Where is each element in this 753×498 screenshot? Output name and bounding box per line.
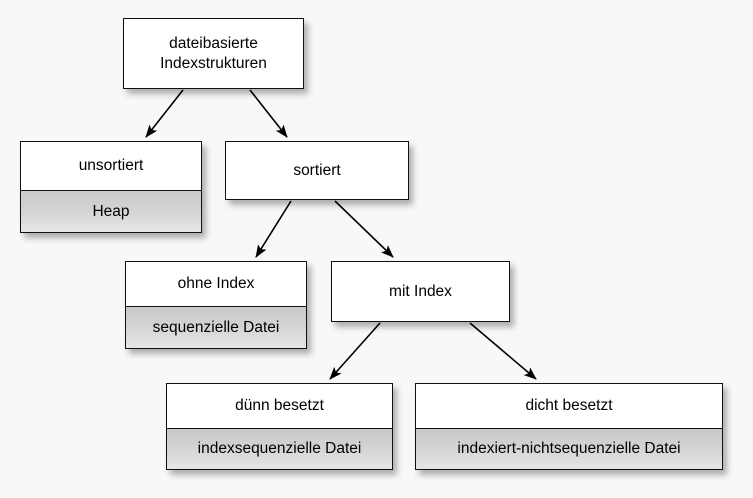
edge-root-sortiert [249, 89, 288, 138]
node-dicht-besetzt[interactable]: dicht besetzt indexiert-nichtsequenziell… [415, 383, 723, 470]
edge-mit-index-duenn [329, 322, 381, 380]
node-sortiert[interactable]: sortiert [225, 141, 409, 200]
node-ohne-index[interactable]: ohne Index sequenzielle Datei [125, 261, 307, 349]
node-dicht-besetzt-label: dicht besetzt [416, 384, 722, 429]
node-root-label: dateibasierte Indexstrukturen [124, 19, 303, 88]
node-sortiert-label: sortiert [226, 142, 408, 199]
node-ohne-index-label: ohne Index [126, 262, 306, 307]
node-unsortiert-label: unsortiert [21, 142, 201, 191]
edge-root-unsortiert [145, 89, 184, 138]
node-ohne-index-sublabel: sequenzielle Datei [126, 307, 306, 348]
node-mit-index[interactable]: mit Index [331, 261, 510, 322]
node-dicht-besetzt-sublabel: indexiert-nichtsequenzielle Datei [416, 429, 722, 469]
node-duenn-besetzt[interactable]: dünn besetzt indexsequenzielle Datei [166, 383, 393, 470]
edge-sortiert-ohne-index [255, 200, 292, 258]
node-mit-index-label: mit Index [332, 262, 509, 321]
node-duenn-besetzt-sublabel: indexsequenzielle Datei [167, 429, 392, 469]
node-unsortiert-sublabel: Heap [21, 191, 201, 232]
node-root[interactable]: dateibasierte Indexstrukturen [123, 18, 304, 89]
node-duenn-besetzt-label: dünn besetzt [167, 384, 392, 429]
edge-mit-index-dicht [469, 322, 537, 380]
edge-sortiert-mit-index [334, 200, 394, 258]
node-unsortiert[interactable]: unsortiert Heap [20, 141, 202, 233]
